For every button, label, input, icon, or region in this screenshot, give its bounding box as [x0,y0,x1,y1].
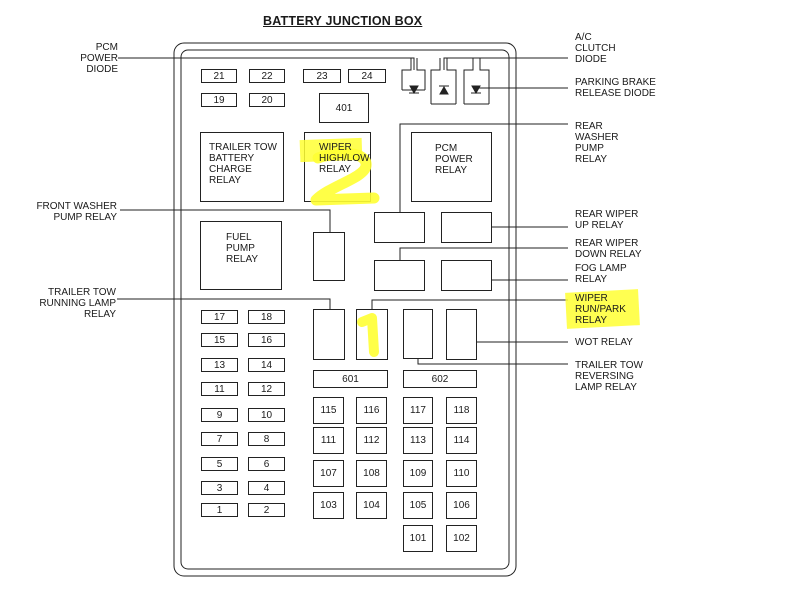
leader-trailer-tow-running-lamp-relay [117,298,331,309]
fuse-20: 20 [249,93,285,107]
relay-fog-lamp [441,260,492,291]
junction-box-inner [180,49,510,570]
relay-fuel-pump-label: FUEL PUMP RELAY [226,232,259,265]
fuse-118: 118 [446,397,477,424]
fuse-113: 113 [403,427,433,454]
fuse-105: 105 [403,492,433,519]
relay-trailer-tow-battery-charge: TRAILER TOW BATTERY CHARGE RELAY [200,132,284,202]
fuse-3: 3 [201,481,238,495]
label-trailer-tow-reversing-lamp-relay: TRAILER TOW REVERSING LAMP RELAY [575,360,643,393]
fuse-117: 117 [403,397,433,424]
relay-pcm-power-label: PCM POWER RELAY [435,143,473,176]
fuse-8: 8 [248,432,285,446]
label-wiper-run-park-relay: WIPER RUN/PARK RELAY [575,293,626,326]
fuse-107: 107 [313,460,344,487]
fuse-9: 9 [201,408,238,422]
label-fog-lamp-relay: FOG LAMP RELAY [575,263,627,285]
parking-brake-diode-symbol [463,58,490,105]
fuse-21: 21 [201,69,237,83]
fuse-23: 23 [303,69,341,83]
fuse-115: 115 [313,397,344,424]
fuse-7: 7 [201,432,238,446]
label-wot-relay: WOT RELAY [575,337,633,348]
junction-box-outer [173,42,517,577]
leader-rear-wiper-down-relay [399,247,568,261]
fuse-11: 11 [201,382,238,396]
fuse-24: 24 [348,69,386,83]
fuse-10: 10 [248,408,285,422]
fuse-109: 109 [403,460,433,487]
diagram-title: BATTERY JUNCTION BOX [263,14,423,28]
label-ac-clutch-diode: A/C CLUTCH DIODE [575,32,616,65]
relay-trailer-tow-reversing-lamp [403,309,433,359]
relay-pcm-power: PCM POWER RELAY [411,132,492,202]
fuse-18: 18 [248,310,285,324]
leader-rear-washer-pump-relay [399,123,568,212]
fuse-2: 2 [248,503,285,517]
label-pcm-power-diode: PCM POWER DIODE [80,42,118,75]
relay-wiper-high-low-label: WIPER HIGH/LOW RELAY [319,142,370,175]
relay-rear-wiper-down [374,260,425,291]
label-rear-wiper-down-relay: REAR WIPER DOWN RELAY [575,238,642,260]
label-front-washer-pump-relay: FRONT WASHER PUMP RELAY [36,201,117,223]
relay-rear-wiper-up [441,212,492,243]
relay-front-washer-pump [313,232,345,281]
fuse-102: 102 [446,525,477,552]
ac-clutch-diode-symbol [430,58,457,105]
fuse-14: 14 [248,358,285,372]
fuse-15: 15 [201,333,238,347]
fuse-106: 106 [446,492,477,519]
fuse-12: 12 [248,382,285,396]
fuse-401: 401 [319,93,369,123]
fuse-103: 103 [313,492,344,519]
fuse-110: 110 [446,460,477,487]
leader-trailer-tow-reversing-lamp-relay [417,358,568,365]
fuse-602: 602 [403,370,477,388]
relay-fuel-pump: FUEL PUMP RELAY [200,221,282,290]
relay-trailer-tow-battery-charge-label: TRAILER TOW BATTERY CHARGE RELAY [209,142,277,186]
label-parking-brake-release-diode: PARKING BRAKE RELEASE DIODE [575,77,656,99]
label-trailer-tow-running-lamp-relay: TRAILER TOW RUNNING LAMP RELAY [39,287,116,320]
leader-wiper-run-park-relay [371,299,568,309]
fuse-6: 6 [248,457,285,471]
fuse-1: 1 [201,503,238,517]
fuse-5: 5 [201,457,238,471]
leader-front-washer-pump-relay [120,209,331,232]
relay-trailer-tow-running-lamp [313,309,345,360]
relay-wot [446,309,477,360]
leader-ac-clutch-diode [443,57,568,70]
fuse-601: 601 [313,370,388,388]
label-rear-washer-pump-relay: REAR WASHER PUMP RELAY [575,121,619,165]
fuse-22: 22 [249,69,285,83]
fuse-13: 13 [201,358,238,372]
fuse-16: 16 [248,333,285,347]
fuse-104: 104 [356,492,387,519]
fuse-17: 17 [201,310,238,324]
fuse-108: 108 [356,460,387,487]
fuse-112: 112 [356,427,387,454]
leader-pcm-power-diode [118,57,415,70]
fuse-4: 4 [248,481,285,495]
fuse-111: 111 [313,427,344,454]
fuse-116: 116 [356,397,387,424]
label-rear-wiper-up-relay: REAR WIPER UP RELAY [575,209,639,231]
fuse-19: 19 [201,93,237,107]
fuse-114: 114 [446,427,477,454]
relay-rear-washer-pump [374,212,425,243]
fuse-101: 101 [403,525,433,552]
